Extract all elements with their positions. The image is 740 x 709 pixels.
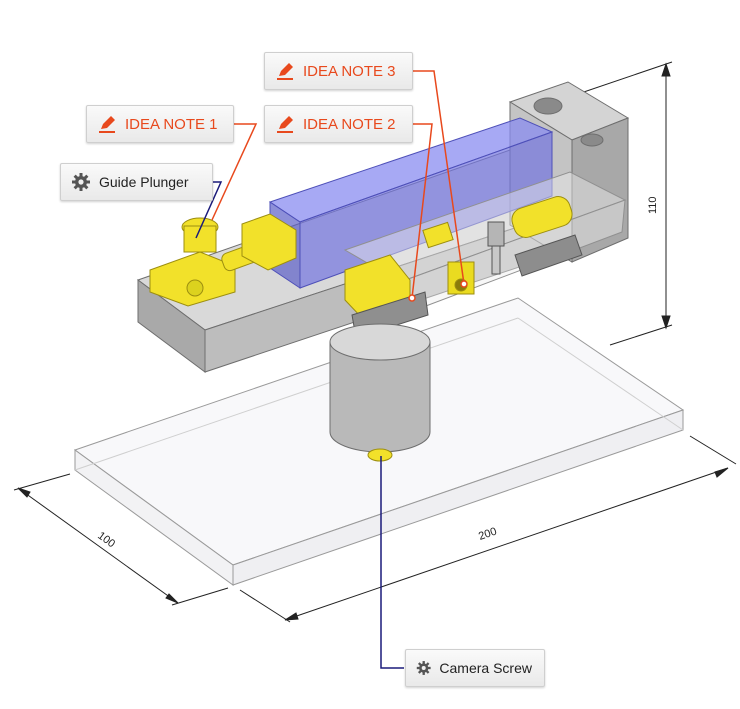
gear-icon — [72, 173, 90, 191]
idea-note-3-callout[interactable]: IDEA NOTE 3 — [264, 52, 413, 90]
dimension-110-label: 110 — [647, 196, 659, 214]
leader-lines — [195, 70, 465, 669]
idea-note-1-callout[interactable]: IDEA NOTE 1 — [86, 105, 234, 143]
gear-icon — [416, 661, 431, 675]
dimension-200 — [239, 435, 737, 623]
pencil-icon — [99, 116, 115, 133]
idea-note-2-label: IDEA NOTE 2 — [303, 115, 396, 133]
guide-plunger-callout[interactable]: Guide Plunger — [60, 163, 213, 201]
dimension-100-label: 100 — [95, 530, 117, 550]
idea-note-2-callout[interactable]: IDEA NOTE 2 — [264, 105, 413, 143]
leader-endpoints — [408, 280, 468, 302]
camera-screw-label: Camera Screw — [439, 660, 532, 676]
dimension-100 — [13, 473, 229, 606]
guide-plunger-label: Guide Plunger — [99, 174, 189, 190]
dimension-200-label: 200 — [477, 526, 498, 543]
idea-note-1-label: IDEA NOTE 1 — [125, 115, 218, 133]
pencil-icon — [277, 116, 293, 133]
pencil-icon — [277, 63, 293, 80]
camera-cylinder — [329, 323, 431, 462]
camera-screw-callout[interactable]: Camera Screw — [405, 649, 545, 687]
idea-note-3-label: IDEA NOTE 3 — [303, 62, 396, 80]
dimension-110 — [571, 61, 673, 346]
